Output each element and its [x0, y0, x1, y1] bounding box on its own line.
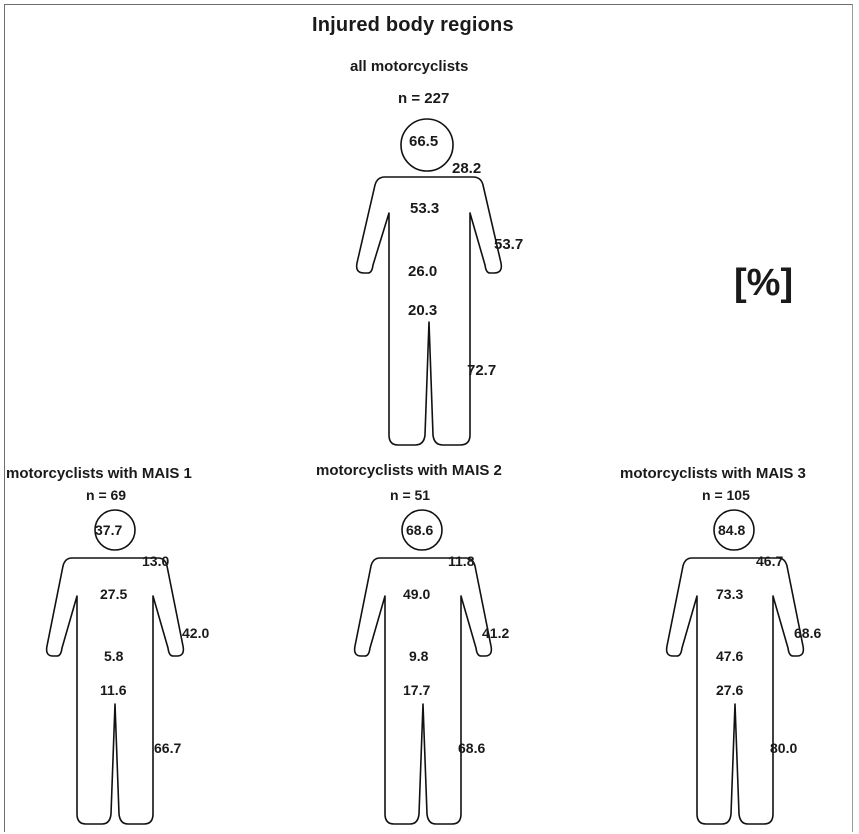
neck-value: 11.8: [448, 553, 474, 569]
thorax-value: 53.3: [410, 200, 439, 217]
group-mais1-label: motorcyclists with MAIS 1: [6, 465, 192, 482]
legs-value: 80.0: [770, 740, 797, 756]
percent-unit-label: [%]: [734, 262, 793, 305]
body-figure-mais3: [660, 508, 810, 828]
neck-value: 13.0: [142, 553, 169, 569]
thorax-value: 49.0: [403, 586, 430, 602]
head-value: 84.8: [718, 522, 745, 538]
abdomen-value: 9.8: [409, 648, 428, 664]
abdomen-value: 47.6: [716, 648, 743, 664]
group-mais3-label: motorcyclists with MAIS 3: [620, 465, 806, 482]
abdomen-value: 5.8: [104, 648, 123, 664]
head-value: 37.7: [95, 522, 122, 538]
arms-value: 41.2: [482, 625, 509, 641]
head-value: 66.5: [409, 133, 438, 150]
thorax-value: 73.3: [716, 586, 743, 602]
neck-value: 28.2: [452, 160, 481, 177]
arms-value: 68.6: [794, 625, 821, 641]
legs-value: 66.7: [154, 740, 181, 756]
pelvis-value: 27.6: [716, 682, 743, 698]
pelvis-value: 17.7: [403, 682, 430, 698]
diagram-title: Injured body regions: [312, 14, 514, 37]
group-mais1-n: n = 69: [86, 487, 126, 503]
body-figure-all: [355, 117, 505, 447]
group-mais2-label: motorcyclists with MAIS 2: [316, 462, 502, 479]
legs-value: 72.7: [467, 362, 496, 379]
group-mais3-n: n = 105: [702, 487, 750, 503]
neck-value: 46.7: [756, 553, 783, 569]
group-all-label: all motorcyclists: [350, 58, 468, 75]
pelvis-value: 20.3: [408, 302, 437, 319]
pelvis-value: 11.6: [100, 682, 126, 698]
abdomen-value: 26.0: [408, 263, 437, 280]
arms-value: 42.0: [182, 625, 209, 641]
body-figure-mais2: [348, 508, 498, 828]
legs-value: 68.6: [458, 740, 485, 756]
head-value: 68.6: [406, 522, 433, 538]
group-all-n: n = 227: [398, 90, 449, 107]
thorax-value: 27.5: [100, 586, 127, 602]
group-mais2-n: n = 51: [390, 487, 430, 503]
arms-value: 53.7: [494, 236, 523, 253]
